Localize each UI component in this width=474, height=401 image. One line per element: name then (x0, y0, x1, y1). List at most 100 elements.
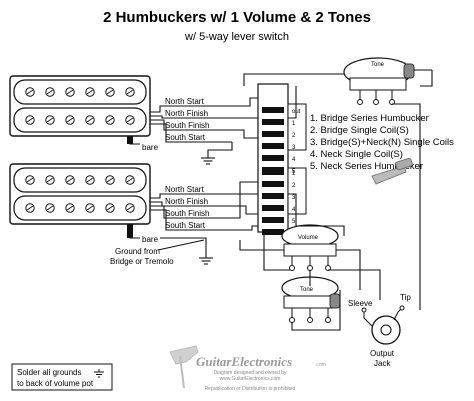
bridge-coil-north (13, 79, 147, 105)
switch-top-lug (262, 155, 284, 161)
ground-icon (94, 369, 104, 378)
bridge-wire-south-start: South Start (165, 133, 206, 142)
switch-top-lug-label: 4 (292, 157, 296, 163)
page-title: 2 Humbuckers w/ 1 Volume & 2 Tones (103, 9, 371, 26)
position-4: 4. Neck Single Coil(S) (310, 149, 403, 160)
switch-top-lug-label: 1 (292, 121, 296, 127)
bridge-wire-north-start: North Start (165, 97, 204, 106)
neck-south-pole-slot (106, 205, 114, 211)
neck-wire-north-start: North Start (165, 185, 204, 194)
position-3: 3. Bridge(S)+Neck(N) Single Coils (310, 137, 454, 148)
jack-label-line1: Output (370, 349, 395, 358)
bridge-south-pole-slot (46, 117, 54, 123)
bridge-north-pole-slot (46, 89, 54, 95)
bridge-wire-south-finish: South Finish (165, 121, 209, 130)
bridge-wire-north-finish: North Finish (165, 109, 208, 118)
bridge-south-pole-slot (86, 117, 94, 123)
neck-coil-south (13, 195, 147, 221)
bridge-bare-label: bare (142, 143, 159, 152)
switch-top-lug (262, 107, 284, 113)
switch-bottom-lug-label: 5 (292, 219, 296, 225)
tone-bottom-capacitor (329, 293, 341, 309)
neck-north-pole-slot (106, 177, 114, 183)
switch-top-lug-label: 5 (292, 169, 296, 175)
switch-bottom-lug (262, 169, 284, 175)
switch-top-lug (262, 143, 284, 149)
solder-note-box: Solder all grounds to back of volume pot (11, 363, 113, 391)
neck-south-pole-slot (126, 205, 134, 211)
neck-wire-south-start: South Start (165, 221, 206, 230)
switch-bottom-lug-label: 1 (292, 171, 296, 177)
neck-north-pole-slot (86, 177, 94, 183)
bridge-south-pole-slot (126, 117, 134, 123)
switch-bottom-lug-label: 2 (292, 183, 296, 189)
bridge-north-pole-slot (106, 89, 114, 95)
switch-bottom-lug (262, 193, 284, 199)
guitar-logo-icon (169, 345, 199, 389)
bridge-south-pole-slot (106, 117, 114, 123)
switch-bottom-lug (262, 229, 284, 235)
bridge-north-pole-slot (86, 89, 94, 95)
bridge-humbucker (9, 75, 151, 137)
neck-humbucker (9, 163, 151, 225)
solder-note-line1: Solder all grounds (17, 368, 81, 377)
switch-bottom-lug-label: 3 (292, 195, 296, 201)
watermark-logo: GuitarElectronics (196, 354, 292, 369)
ground-note-line1: Ground from (115, 247, 160, 256)
neck-south-pole-slot (66, 205, 74, 211)
bridge-north-pole-slot (126, 89, 134, 95)
ground-note-line2: Bridge or Tremolo (110, 257, 174, 266)
position-1: 1. Bridge Series Humbucker (310, 113, 429, 124)
watermark-line1: Diagram designed and owned by (213, 370, 287, 376)
tone-top-label: Tone (371, 62, 385, 68)
switch-position-list: 1. Bridge Series Humbucker 2. Bridge Sin… (310, 113, 454, 172)
bridge-coil-south (13, 107, 147, 133)
neck-north-pole-slot (46, 177, 54, 183)
switch-top-lug (262, 131, 284, 137)
position-2: 2. Bridge Single Coil(S) (310, 125, 409, 136)
switch-bottom-lug (262, 181, 284, 187)
neck-north-pole-slot (66, 177, 74, 183)
neck-north-pole-slot (126, 177, 134, 183)
bridge-north-pole-slot (26, 89, 34, 95)
tone-pot-bottom (281, 276, 341, 323)
tone-pot-top (343, 57, 432, 105)
neck-coil-north (13, 167, 147, 193)
volume-label: Volume (298, 235, 319, 241)
watermark-logo-suffix: .com (315, 362, 326, 368)
jack-tip-label: Tip (400, 293, 411, 302)
switch-top-lug (262, 119, 284, 125)
neck-ground-symbol (199, 257, 213, 265)
watermark-line2: www.GuitarElectronics.com (220, 376, 281, 382)
neck-south-pole-slot (46, 205, 54, 211)
jack-sleeve-label: Sleeve (348, 299, 373, 308)
watermark-line3: Republication or Distribution is prohibi… (205, 386, 296, 392)
bridge-ground-symbol (201, 157, 215, 165)
solder-note-line2: to back of volume pot (17, 379, 94, 388)
volume-pot (281, 224, 339, 271)
neck-bare-label: bare (142, 235, 159, 244)
output-jack (361, 305, 405, 345)
position-5: 5. Neck Series Humbucker (310, 161, 423, 172)
page-subtitle: w/ 5-way lever switch (184, 31, 289, 43)
switch-bottom-lug-label: 4 (292, 207, 296, 213)
bridge-south-pole-slot (66, 117, 74, 123)
neck-south-pole-slot (86, 205, 94, 211)
bridge-north-pole-slot (66, 89, 74, 95)
tone-top-capacitor (403, 63, 415, 79)
lever-switch-icon (371, 157, 413, 185)
neck-wire-north-finish: North Finish (165, 197, 208, 206)
jack-label-line2: Jack (374, 359, 391, 368)
switch-bottom-lug (262, 217, 284, 223)
neck-south-pole-slot (26, 205, 34, 211)
switch-top-lug-label: 3 (292, 145, 296, 151)
bridge-south-pole-slot (26, 117, 34, 123)
neck-north-pole-slot (26, 177, 34, 183)
switch-bottom-lug (262, 205, 284, 211)
tone-bottom-label: Tone (300, 287, 314, 293)
switch-top-lug-label: 2 (292, 133, 296, 139)
neck-wire-south-finish: South Finish (165, 209, 209, 218)
watermark: GuitarElectronics .com Diagram designed … (169, 345, 326, 392)
five-way-switch (257, 83, 307, 235)
